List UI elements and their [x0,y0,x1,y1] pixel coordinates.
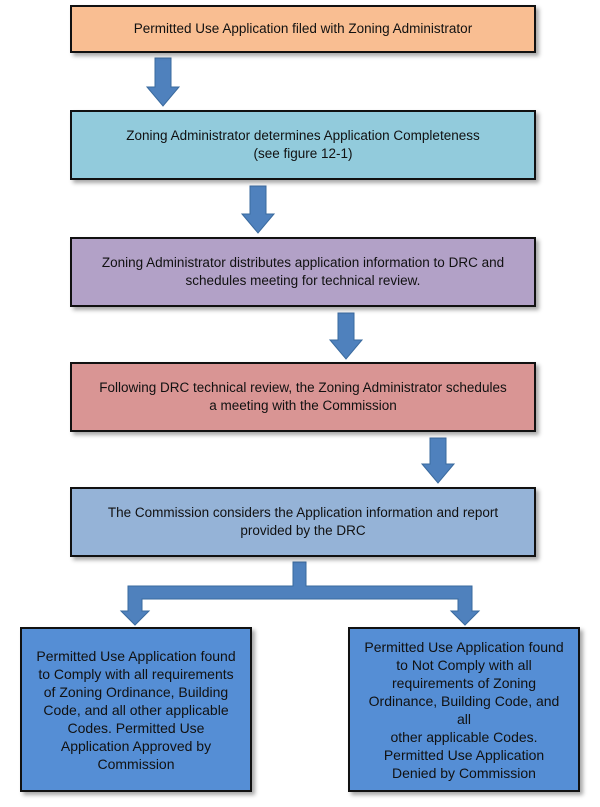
arrow-filed-to-completeness [145,57,181,107]
arrow-schedule-to-consider [420,437,456,484]
outcome-approved: Permitted Use Application found to Compl… [20,627,252,792]
step-text: The Commission considers the Application… [107,505,499,538]
step-application-filed: Permitted Use Application filed with Zon… [70,5,536,53]
step-text: Following DRC technical review, the Zoni… [99,380,507,413]
step-text: Permitted Use Application filed with Zon… [133,21,473,36]
outcome-text: Permitted Use Application found to Not C… [364,638,564,781]
arrow-completeness-to-distribute [240,185,276,234]
outcome-denied: Permitted Use Application found to Not C… [348,627,580,792]
step-schedule-commission: Following DRC technical review, the Zoni… [70,362,536,432]
arrow-consider-split [119,561,481,626]
step-commission-considers: The Commission considers the Application… [70,487,536,557]
step-distribute-to-drc: Zoning Administrator distributes applica… [70,237,536,307]
step-text: Zoning Administrator distributes applica… [101,255,505,288]
outcome-text: Permitted Use Application found to Compl… [36,647,236,772]
step-text: Zoning Administrator determines Applicat… [126,128,480,161]
arrow-distribute-to-schedule [328,312,364,360]
step-completeness-check: Zoning Administrator determines Applicat… [70,110,536,180]
